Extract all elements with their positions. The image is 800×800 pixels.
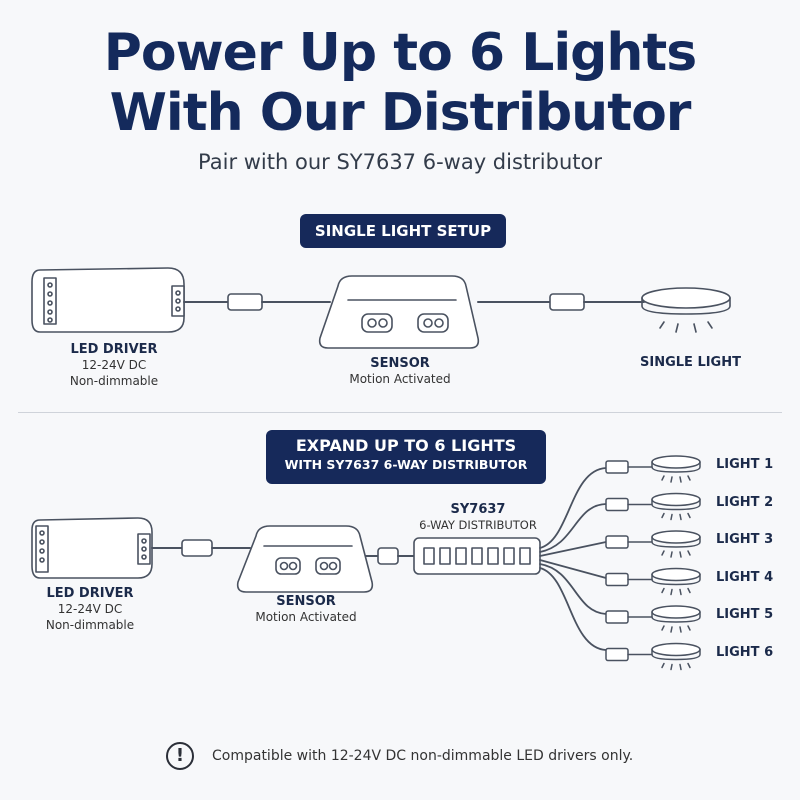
driver-1-title: LED DRIVER (70, 342, 158, 357)
light-6-icon (605, 642, 701, 671)
light-4-icon (605, 567, 701, 596)
compatibility-note: ! Compatible with 12-24V DC non-dimmable… (166, 742, 633, 770)
light-3-label: LIGHT 3 (716, 532, 774, 547)
light-1-icon (605, 455, 701, 483)
sensor-1-title: SENSOR (370, 356, 430, 371)
light-5-icon (605, 605, 701, 633)
compatibility-text: Compatible with 12-24V DC non-dimmable L… (212, 748, 634, 764)
expand-banner-line-1: EXPAND UP TO 6 LIGHTS (295, 436, 517, 455)
distributor-desc: 6-WAY DISTRIBUTOR (419, 518, 537, 532)
single-light-label: SINGLE LIGHT (640, 355, 741, 370)
driver-1-label: LED DRIVER 12-24V DC Non-dimmable (44, 342, 184, 389)
sensor-2-icon (236, 525, 374, 593)
driver-2-type: Non-dimmable (45, 618, 135, 632)
sensor-2-desc: Motion Activated (255, 610, 357, 624)
single-light-icon (641, 287, 731, 333)
driver-1-voltage: 12-24V DC (81, 358, 147, 372)
driver-1-type: Non-dimmable (69, 374, 159, 388)
led-driver-1-icon (31, 267, 185, 333)
light-5-label: LIGHT 5 (716, 607, 774, 622)
sensor-1-desc: Motion Activated (349, 372, 451, 386)
driver-2-title: LED DRIVER (46, 586, 134, 601)
light-4-label: LIGHT 4 (716, 569, 774, 585)
sensor-2-label: SENSOR Motion Activated (236, 594, 376, 625)
title-line-1: Power Up to 6 Lights (103, 23, 697, 83)
expand-setup-banner: EXPAND UP TO 6 LIGHTS WITH SY7637 6-WAY … (266, 430, 546, 484)
exclamation-circle-icon: ! (166, 742, 194, 770)
sensor-1-icon (318, 275, 480, 349)
sensor-1-label: SENSOR Motion Activated (330, 356, 470, 387)
branch-cables (539, 467, 607, 651)
light-1-label: LIGHT 1 (716, 457, 774, 472)
distributor-icon (413, 537, 541, 575)
light-3-icon (605, 530, 701, 558)
light-2-label: LIGHT 2 (716, 494, 774, 510)
driver-2-voltage: 12-24V DC (57, 602, 123, 616)
single-setup-banner: SINGLE LIGHT SETUP (300, 214, 506, 248)
expand-banner-line-2: WITH SY7637 6-WAY DISTRIBUTOR (284, 457, 528, 472)
distributor-label: SY7637 6-WAY DISTRIBUTOR (408, 502, 548, 533)
subtitle: Pair with our SY7637 6-way distributor (198, 150, 602, 174)
sensor-2-title: SENSOR (276, 594, 336, 609)
light-2-icon (605, 492, 701, 521)
driver-2-label: LED DRIVER 12-24V DC Non-dimmable (20, 586, 160, 633)
led-driver-2-icon (31, 517, 153, 579)
light-6-label: LIGHT 6 (716, 644, 774, 660)
distributor-title: SY7637 (450, 502, 506, 517)
title-line-2: With Our Distributor (109, 83, 692, 143)
section-divider (18, 412, 782, 413)
